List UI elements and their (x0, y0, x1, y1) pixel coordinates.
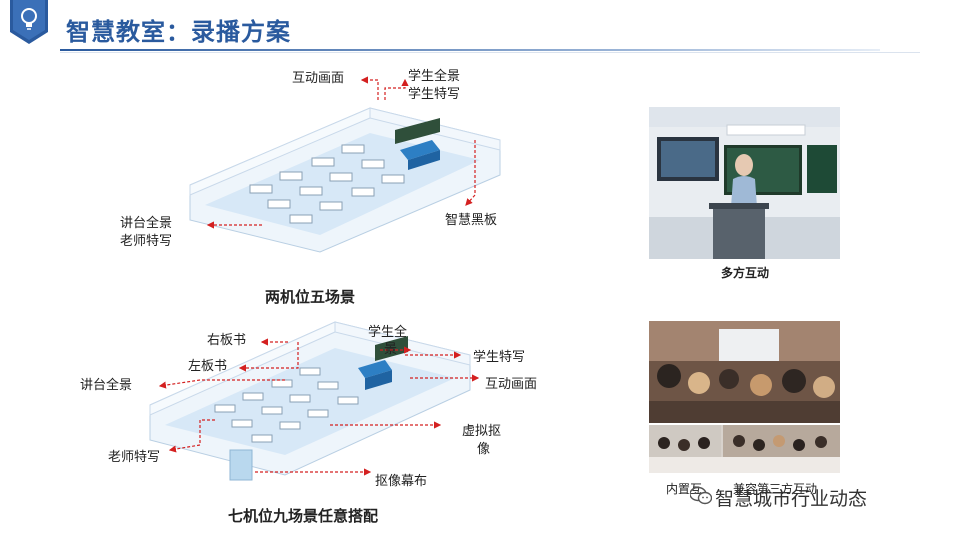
photo-group-students (649, 425, 840, 473)
caption-photo-2-right: 兼容第三方互动 (733, 482, 818, 496)
wechat-icon (689, 486, 713, 506)
label-interactive-2: 互动画面 (485, 377, 538, 392)
label-interactive-1: 互动画面 (292, 71, 345, 86)
lightbulb-logo (10, 0, 48, 44)
label-student-pano-2b: 景 (384, 342, 398, 357)
label-left-board: 左板书 (188, 359, 228, 374)
photo-multi-party-interaction (649, 107, 840, 259)
label-teacher-close-2: 老师特写 (108, 450, 161, 465)
arrows-room-1 (206, 76, 476, 229)
page-title: 智慧教室：录播方案 (66, 18, 291, 46)
label-student-pano-2a: 学生全 (368, 325, 408, 340)
label-student-pano-1: 学生全景 (408, 69, 461, 84)
desks-room-1 (249, 144, 405, 224)
watermark-text: 智慧城市行业动态 (715, 488, 868, 510)
title-divider-thin (60, 52, 920, 53)
arrows-room-2 (158, 338, 480, 476)
caption-photo-1: 多方互动 (721, 266, 770, 280)
caption-diagram-2: 七机位九场景任意搭配 (228, 507, 379, 525)
label-student-close-1: 学生特写 (408, 87, 461, 102)
label-right-board: 右板书 (207, 333, 247, 348)
label-student-close-2: 学生特写 (473, 350, 526, 365)
label-virtual-key-b: 像 (477, 442, 491, 457)
label-podium-pano-2: 讲台全景 (80, 378, 133, 393)
title-divider (60, 49, 880, 51)
label-podium-pano-1: 讲台全景 (120, 216, 173, 231)
caption-diagram-1: 两机位五场景 (265, 288, 356, 306)
label-keying-screen: 抠像幕布 (375, 474, 428, 489)
label-smart-board: 智慧黑板 (445, 213, 498, 228)
caption-photo-2-left: 内置互 (666, 482, 703, 496)
photo-classroom-lecture (649, 321, 840, 423)
label-virtual-key-a: 虚拟抠 (462, 424, 502, 439)
label-teacher-close-1: 老师特写 (120, 234, 173, 249)
